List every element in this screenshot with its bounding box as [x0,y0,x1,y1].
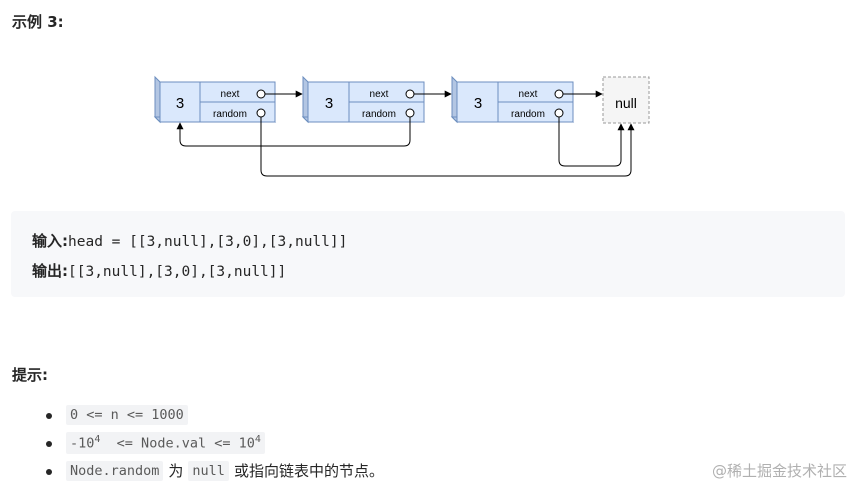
example-io-block: 输入:head = [[3,null],[3,0],[3,null]] 输出:[… [11,211,845,297]
bullet-1 [46,413,52,419]
random-arrow-1-to-null [260,117,635,177]
hint-heading: 提示: [12,366,48,384]
bullet-3 [46,469,52,475]
constraint-3-code-random: Node.random [66,460,164,481]
node-2-random-label: random [362,109,396,120]
node-2-value: 3 [325,95,333,112]
constraint-1: 0 <= n <= 1000 [66,405,188,425]
linked-list-diagram: 3 next random 3 next random 3 next rando… [153,75,650,177]
constraint-3-word: 为 [168,462,184,480]
constraint-3-code-null: null [188,460,229,481]
watermark: @稀土掘金技术社区 [711,462,847,480]
null-node: null [602,76,650,124]
input-label: 输入: [32,232,68,250]
node-1-value: 3 [176,95,184,112]
bullet-2 [46,441,52,447]
constraint-3: Node.random 为 null 或指向链表中的节点。 [66,460,389,481]
example-heading: 示例 3: [12,13,64,31]
node-3-value: 3 [474,95,482,112]
node-1-next-label: next [221,89,240,100]
input-value: head = [[3,null],[3,0],[3,null]] [68,234,348,250]
random-arrow-3-to-null [558,117,625,167]
output-line: 输出:[[3,null],[3,0],[3,null]] [32,260,286,281]
input-line: 输入:head = [[3,null],[3,0],[3,null]] [32,230,347,251]
random-arrow-2-to-1 [176,117,411,147]
node-2-next-label: next [370,89,389,100]
list-node-1: 3 next random [153,75,277,124]
list-node-2: 3 next random [301,75,426,124]
node-3-random-label: random [511,109,545,120]
node-1-random-label: random [213,109,247,120]
null-label: null [615,95,637,111]
output-value: [[3,null],[3,0],[3,null]] [68,264,287,280]
constraint-3-rest: 或指向链表中的节点。 [233,462,384,480]
output-label: 输出: [32,262,68,280]
constraint-2: -104 <= Node.val <= 104 [66,432,265,454]
list-node-3: 3 next random [450,75,575,124]
constraint-2-code: -104 <= Node.val <= 104 [66,432,265,454]
node-3-next-label: next [519,89,538,100]
constraint-1-code: 0 <= n <= 1000 [66,405,188,425]
